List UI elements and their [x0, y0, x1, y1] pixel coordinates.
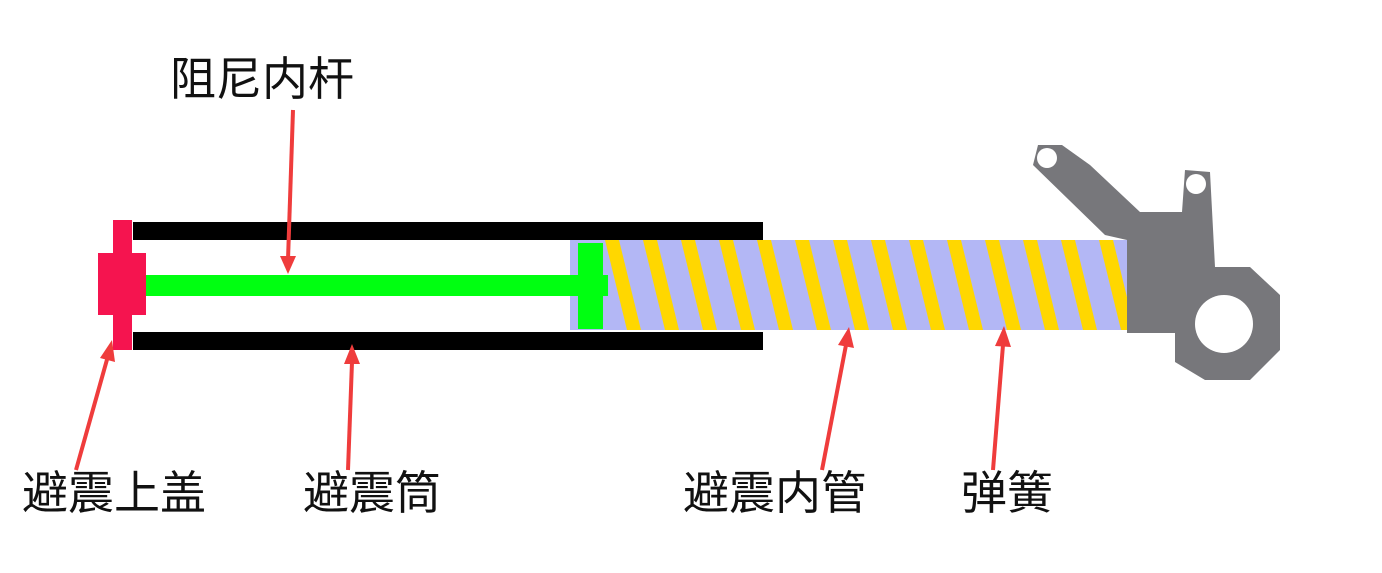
top-cap-label: 避震上盖 — [22, 466, 206, 520]
outer-tube-bottom-wall — [133, 332, 763, 350]
spring-coil — [757, 240, 793, 330]
spring — [605, 240, 1127, 330]
damper-rod-label: 阻尼内杆 — [170, 52, 354, 106]
outer-tube-top-wall — [133, 222, 763, 240]
axle-hole — [1195, 295, 1253, 353]
spring-coil — [681, 240, 717, 330]
spring-coil — [985, 240, 1021, 330]
inner-tube-label: 避震内管 — [683, 466, 867, 520]
spring-coil — [871, 240, 907, 330]
dropout-upper-hole — [1037, 148, 1057, 168]
spring-coil — [719, 240, 755, 330]
dropout-lower-hole — [1186, 174, 1206, 194]
inner-tube-arrowhead — [838, 327, 854, 348]
damper-rod — [146, 275, 608, 296]
spring-coil — [643, 240, 679, 330]
spring-coil — [1099, 240, 1127, 330]
spring-coil — [909, 240, 945, 330]
spring-coil — [947, 240, 983, 330]
spring-coil — [1023, 240, 1059, 330]
spring-arrow — [991, 344, 1005, 471]
outer-tube-arrowhead — [344, 344, 360, 364]
top-cap-arrowhead — [100, 340, 115, 362]
arrows — [74, 109, 1011, 471]
spring-label: 弹簧 — [961, 466, 1053, 520]
top-cap-arrow — [74, 355, 110, 471]
spring-coil — [795, 240, 831, 330]
damper-piston — [578, 243, 603, 329]
spring-coil — [605, 240, 641, 330]
damper-rod-arrowhead — [280, 256, 296, 274]
outer-tube-label: 避震筒 — [303, 466, 441, 520]
outer-tube-arrow — [346, 361, 354, 471]
spring-arrowhead — [995, 326, 1011, 347]
spring-coil — [1061, 240, 1097, 330]
damper-rod-arrow — [286, 109, 295, 261]
spring-coil — [833, 240, 869, 330]
inner-tube-arrow — [820, 344, 848, 471]
top-cap-body — [98, 253, 146, 315]
